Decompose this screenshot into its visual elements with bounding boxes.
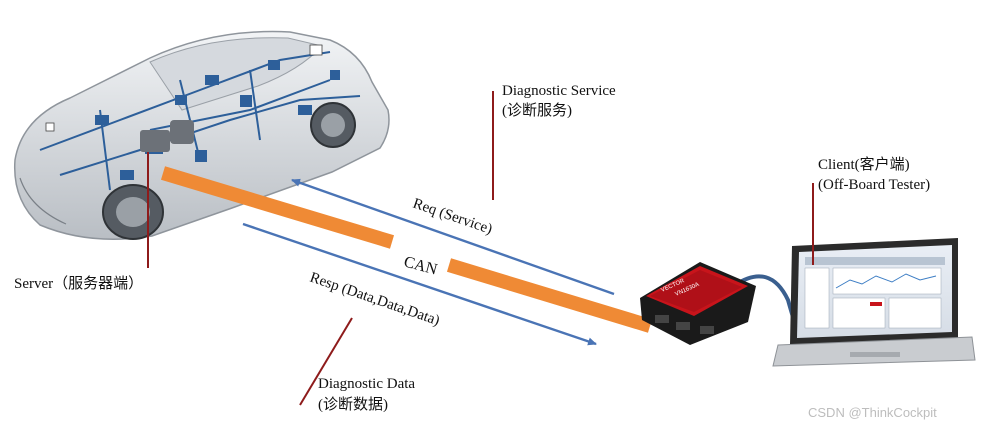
data-marker [299,317,353,406]
service-label-cn: (诊断服务) [502,103,572,119]
data-label-cn: (诊断数据) [318,397,388,413]
laptop-icon [772,238,976,367]
client-sub-label: (Off-Board Tester) [818,177,931,193]
data-label: Diagnostic Data [318,376,416,392]
resp-label: Resp (Data,Data,Data) [308,270,442,329]
can-bus [160,166,653,333]
bus-label: CAN [402,253,439,278]
request-arrow [291,178,615,296]
req-label: Req (Service) [411,196,495,238]
server-label: Server（服务器端） [14,276,144,292]
car-illustration [13,30,390,240]
vector-interface-device: VECTOR VN1630A [640,262,756,345]
watermark: CSDN @ThinkCockpit [808,405,937,420]
client-label: Client(客户端) [818,157,910,173]
response-arrow [242,222,597,346]
service-label: Diagnostic Service [502,83,616,99]
